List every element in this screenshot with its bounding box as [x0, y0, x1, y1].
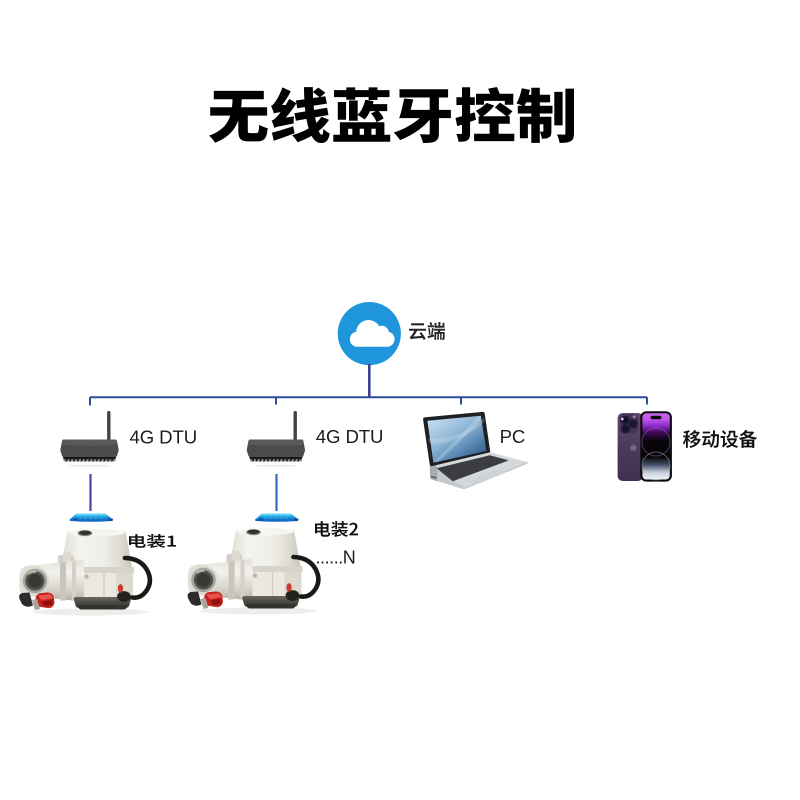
svg-text:PC: PC: [500, 426, 526, 447]
svg-text:......N: ......N: [316, 548, 356, 568]
svg-text:4G DTU: 4G DTU: [130, 427, 198, 448]
svg-text:4G DTU: 4G DTU: [316, 426, 384, 447]
